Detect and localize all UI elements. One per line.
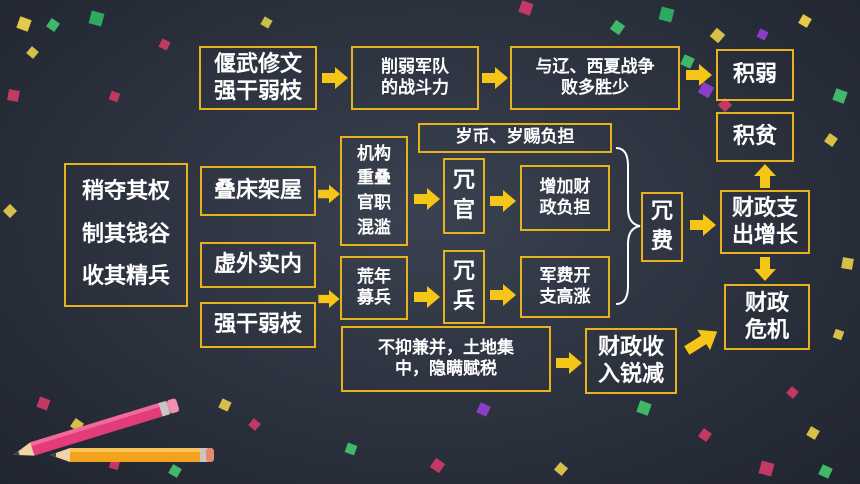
node-xuwai-shinei: 虚外实内: [200, 242, 316, 288]
node-text: 与辽、西夏战争 败多胜少: [535, 56, 655, 98]
arrow-down-icon: [754, 257, 776, 281]
node-caizheng-weiji: 财政 危机: [724, 284, 810, 350]
pink-pencil-illustration: [8, 396, 188, 470]
node-text: 积贫: [732, 124, 777, 150]
curly-brace-icon: [612, 146, 642, 310]
node-suibi-suici: 岁币、岁赐负担: [418, 123, 612, 153]
node-weaken-army: 削弱军队 的战斗力: [351, 46, 479, 110]
node-text: 虚外实内: [213, 252, 302, 278]
node-text: 不抑兼并，土地集 中，隐瞒赋税: [378, 337, 514, 379]
node-jipin: 积贫: [716, 112, 794, 162]
arrow-right-icon: [490, 190, 516, 212]
arrow-up-icon: [754, 164, 776, 188]
node-rongfei: 冗 费: [641, 192, 683, 262]
confetti-piece: [260, 16, 273, 29]
node-text: 削弱军队 的战斗力: [381, 56, 449, 98]
confetti-piece: [786, 386, 799, 399]
arrow-right-icon: [556, 352, 582, 374]
orange-pencil-illustration: [46, 436, 216, 480]
confetti-piece: [248, 418, 261, 431]
confetti-piece: [2, 203, 18, 219]
node-jigou-chongdie: 机构 重叠 官职 混滥: [340, 136, 408, 246]
confetti-piece: [658, 6, 675, 23]
node-text: 偃武修文 强干弱枝: [213, 51, 302, 105]
arrow-right-icon: [686, 64, 712, 86]
node-text: 荒年 募兵: [357, 266, 391, 308]
confetti-piece: [806, 426, 820, 440]
node-text: 岁币、岁赐负担: [455, 127, 575, 148]
confetti-piece: [218, 398, 232, 412]
confetti-piece: [344, 442, 358, 456]
node-diechuang-jiawu: 叠床架屋: [200, 166, 316, 216]
confetti-piece: [16, 16, 32, 32]
node-text: 叠床架屋: [213, 178, 302, 204]
confetti-piece: [824, 133, 838, 147]
node-text: 冗 费: [650, 199, 673, 254]
node-text: 财政 危机: [744, 290, 789, 344]
node-text: 强干弱枝: [213, 312, 302, 338]
node-yanwu-xiuwen: 偃武修文 强干弱枝: [199, 46, 317, 110]
arrow-right-icon: [318, 184, 340, 204]
confetti-piece: [46, 18, 60, 32]
node-jiruo: 积弱: [716, 49, 794, 101]
confetti-piece: [756, 28, 769, 41]
node-text: 财政收 入锐减: [597, 334, 664, 388]
node-buyi-jianbing: 不抑兼并，土地集 中，隐瞒赋税: [341, 326, 551, 392]
node-text: 军费开 支高涨: [539, 265, 591, 307]
arrow-diagonal-icon: [682, 324, 722, 358]
confetti-piece: [798, 14, 812, 28]
arrow-right-icon: [490, 284, 516, 306]
node-rongbing: 冗 兵: [443, 250, 485, 324]
node-shaoduo-qiquan: 稍夺其权 制其钱谷 收其精兵: [64, 163, 188, 307]
confetti-piece: [88, 10, 105, 27]
confetti-piece: [7, 89, 20, 102]
confetti-piece: [698, 428, 712, 442]
arrow-right-icon: [414, 188, 440, 210]
confetti-piece: [758, 460, 775, 477]
confetti-piece: [841, 257, 854, 270]
arrow-right-icon: [318, 290, 340, 308]
confetti-piece: [476, 402, 491, 417]
node-text: 增加财 政负担: [539, 176, 591, 218]
confetti-piece: [832, 88, 848, 104]
arrow-right-icon: [322, 67, 348, 89]
node-caizheng-zhichu: 财政支 出增长: [720, 190, 810, 254]
confetti-piece: [518, 0, 534, 16]
confetti-piece: [709, 27, 726, 44]
confetti-piece: [26, 46, 39, 59]
node-huangnian-mubing: 荒年 募兵: [340, 256, 408, 320]
node-text: 财政支 出增长: [731, 195, 798, 249]
node-text: 积弱: [732, 62, 777, 88]
node-caizheng-shouru: 财政收 入锐减: [585, 328, 677, 394]
confetti-piece: [158, 38, 171, 51]
node-zengjia-caizheng: 增加财 政负担: [520, 165, 610, 231]
confetti-piece: [108, 90, 121, 103]
confetti-piece: [553, 461, 569, 477]
arrow-right-icon: [414, 286, 440, 308]
confetti-piece: [832, 328, 845, 341]
node-text: 冗 官: [452, 168, 475, 223]
confetti-piece: [636, 400, 652, 416]
node-liao-xixia-war: 与辽、西夏战争 败多胜少: [510, 46, 680, 110]
node-junfei-kaizhi: 军费开 支高涨: [520, 256, 610, 318]
node-text: 冗 兵: [452, 259, 475, 314]
node-rongguan: 冗 官: [443, 158, 485, 234]
node-text: 稍夺其权 制其钱谷 收其精兵: [81, 178, 170, 290]
confetti-piece: [818, 464, 833, 479]
confetti-piece: [429, 457, 446, 474]
node-qianggan-ruozhi: 强干弱枝: [200, 302, 316, 348]
arrow-right-icon: [690, 214, 716, 236]
node-text: 机构 重叠 官职 混滥: [357, 143, 391, 238]
confetti-piece: [609, 19, 626, 36]
arrow-right-icon: [482, 67, 508, 89]
